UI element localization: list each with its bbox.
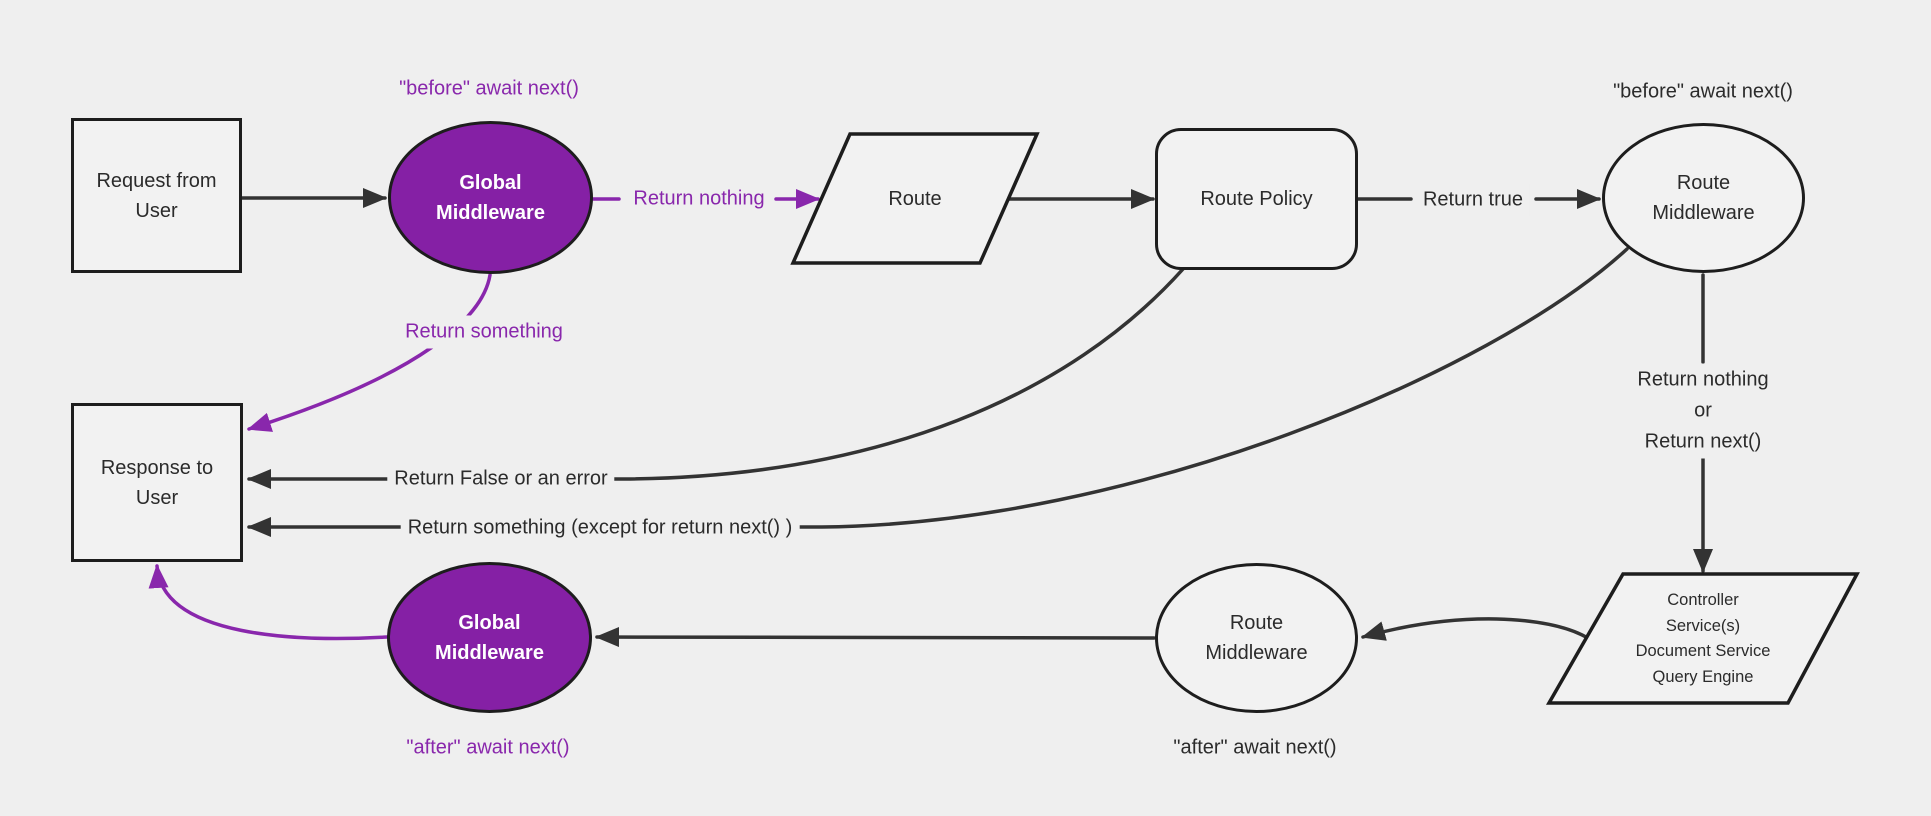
edge-route-policy-to-response — [247, 267, 1185, 489]
node-route-middleware-bottom-label: Route Middleware — [1205, 612, 1308, 664]
node-global-middleware-top-label: Global Middleware — [436, 171, 545, 224]
label-return-something-except-next: Return something (except for return next… — [400, 511, 800, 545]
label-after-await-next-global: "after" await next() — [399, 731, 577, 765]
label-return-true: Return true — [1415, 183, 1531, 217]
node-global-middleware-top: Global Middleware — [388, 121, 593, 274]
node-route-label: Route — [888, 188, 942, 210]
node-request-from-user: Request from User — [71, 118, 242, 273]
edge-route-middleware-top-to-response — [247, 247, 1629, 537]
node-request-from-user-label: Request from User — [96, 169, 217, 222]
node-global-middleware-bottom: Global Middleware — [387, 562, 592, 713]
edge-global-middleware-top-to-response — [247, 273, 492, 432]
label-return-false-or-error: Return False or an error — [387, 462, 615, 496]
controller-parallelogram-shape — [1545, 572, 1860, 705]
node-global-middleware-bottom-label: Global Middleware — [435, 611, 544, 664]
label-return-nothing-or-return-next: Return nothing or Return next() — [1630, 363, 1776, 459]
edge-route-middleware-bottom-to-global-middleware-bottom — [595, 627, 1156, 648]
label-before-await-next-route: "before" await next() — [1606, 75, 1800, 109]
node-controller-services-label: Controller Service(s) Document Service Q… — [1635, 590, 1771, 686]
node-route-policy-label: Route Policy — [1200, 188, 1313, 210]
route-parallelogram-shape — [790, 132, 1040, 265]
node-response-to-user: Response to User — [71, 403, 243, 562]
label-after-await-next-route: "after" await next() — [1166, 731, 1344, 765]
label-before-await-next-global: "before" await next() — [392, 72, 586, 106]
node-route-middleware-top: Route Middleware — [1602, 123, 1805, 273]
node-route-middleware-top-label: Route Middleware — [1652, 172, 1755, 224]
node-route-policy: Route Policy — [1155, 128, 1358, 270]
label-return-nothing: Return nothing — [626, 182, 772, 216]
edge-controller-to-route-middleware-bottom — [1361, 617, 1588, 641]
edge-global-middleware-bottom-to-response — [148, 564, 389, 641]
node-response-to-user-label: Response to User — [100, 456, 214, 509]
node-route-middleware-bottom: Route Middleware — [1155, 563, 1358, 713]
label-return-something: Return something — [398, 315, 570, 349]
